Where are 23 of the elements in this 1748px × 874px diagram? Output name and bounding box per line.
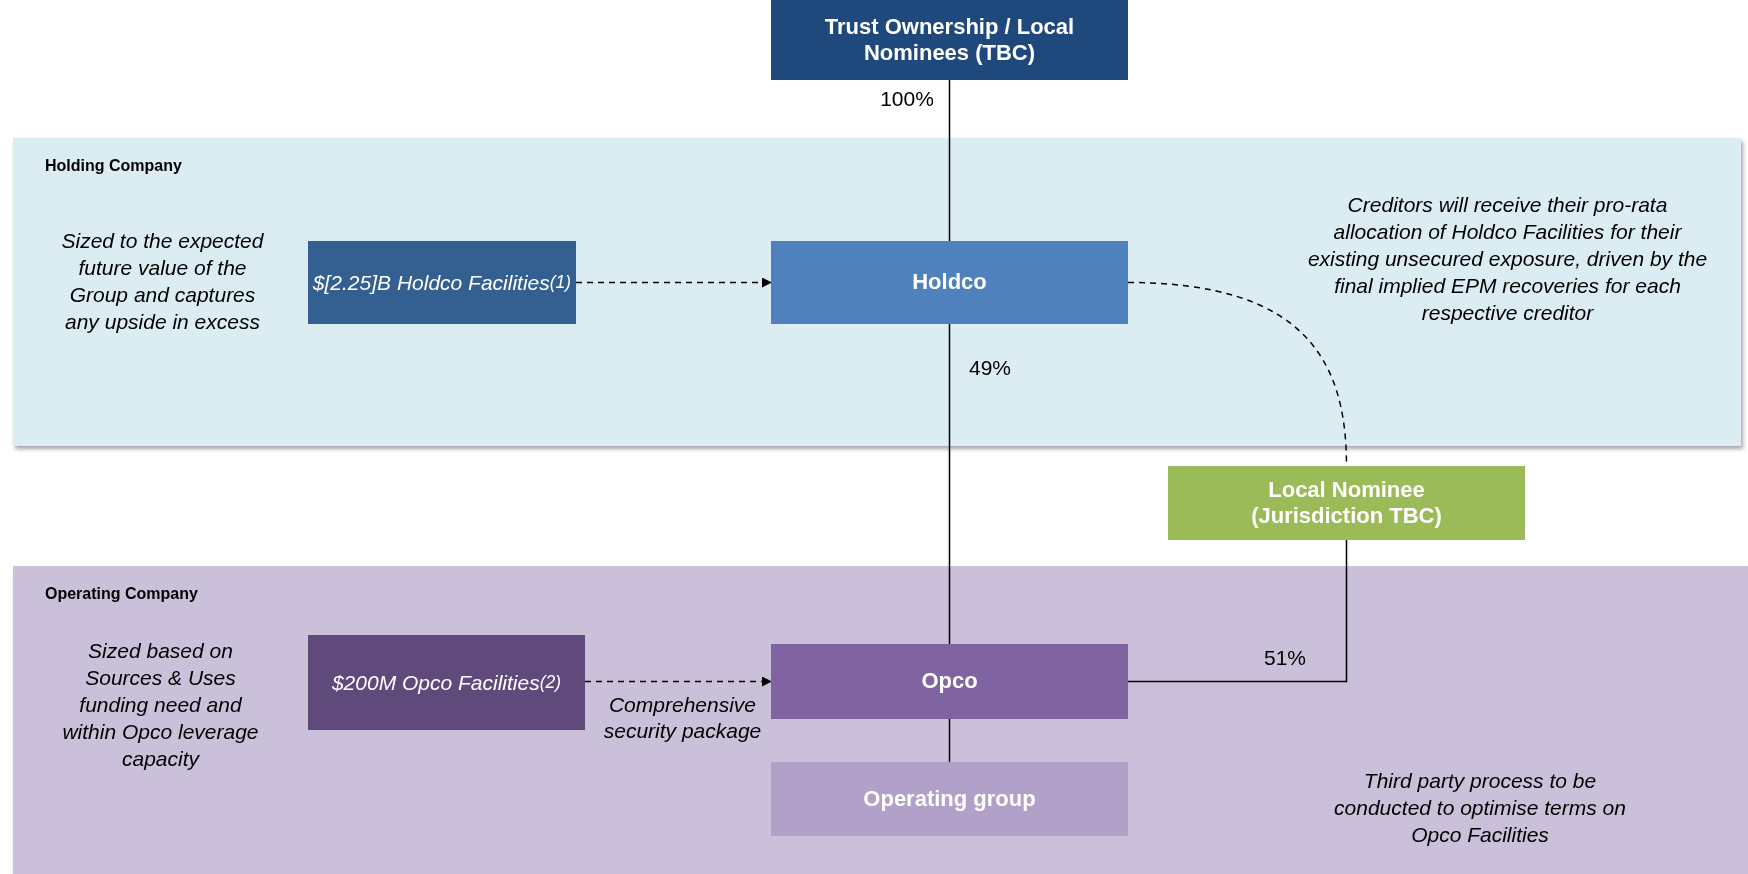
arrow (575, 277, 772, 288)
note-text: Creditors will receive their pro-rata allocation of Holdco Facilities for their existing unsecured exposure, driven by the final implied EPM recoveries for each respective creditor (1306, 192, 1709, 326)
band-heading: Operating Company (45, 584, 198, 604)
trust-box: Trust Ownership / Local Nominees (TBC) (771, 0, 1128, 80)
edge-label: 51% (1263, 645, 1307, 671)
connector-line (948, 79, 951, 242)
group-box: Operating group (771, 762, 1128, 836)
note-text: Sized based on Sources & Uses funding need and within Opco leverage capacity (61, 638, 260, 772)
note-text: Third party process to be conducted to optimise terms on Opco Facilities (1333, 768, 1627, 848)
note-text: Sized to the expected future value of the Group and captures any upside in excess (60, 228, 265, 335)
edge-label: 49% (968, 355, 1012, 381)
connector-line (948, 718, 951, 763)
holding-company-band (13, 138, 1741, 446)
entity-box: Opco (771, 644, 1128, 719)
arrow (584, 676, 772, 687)
band-heading: Holding Company (45, 156, 182, 176)
connector-line (948, 323, 951, 645)
edge-label: 100% (879, 86, 935, 112)
operating-company-band (13, 566, 1748, 874)
connector-line (1127, 539, 1348, 683)
edge-label: Comprehensive security package (602, 692, 763, 745)
entity-box: Holdco (771, 241, 1128, 324)
nominee-box: Local Nominee (Jurisdiction TBC) (1168, 466, 1525, 540)
